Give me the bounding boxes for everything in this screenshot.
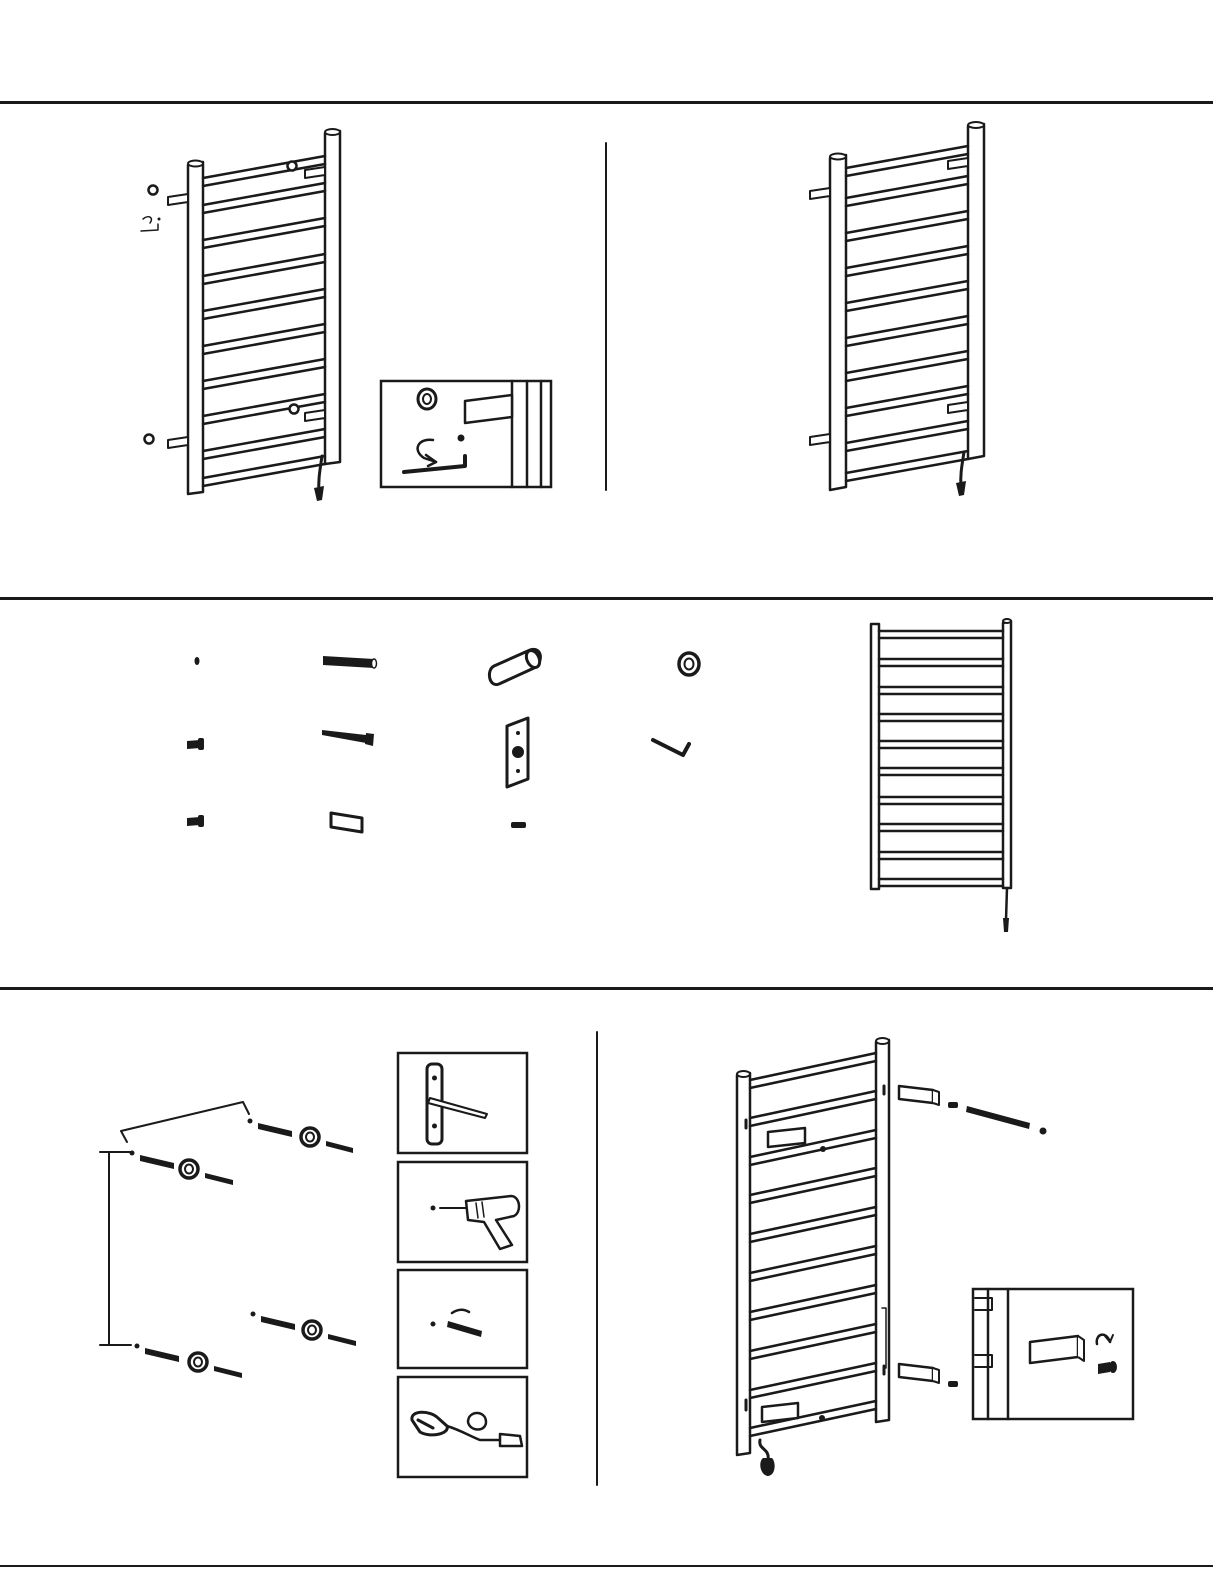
block-bracket bbox=[331, 813, 362, 832]
screw-icon bbox=[205, 1173, 233, 1185]
ring-nut-icon bbox=[145, 435, 154, 444]
wall-fasteners bbox=[141, 162, 299, 444]
screw-icon bbox=[214, 1366, 242, 1378]
ring-nut-icon bbox=[149, 186, 158, 195]
ring-nut-icon bbox=[303, 1321, 321, 1339]
bracket-icon bbox=[465, 395, 512, 423]
screw-icon bbox=[326, 1141, 353, 1153]
bracket-icon bbox=[768, 1128, 805, 1147]
bracket-icon bbox=[762, 1403, 798, 1422]
anchor-icon bbox=[145, 1348, 179, 1362]
hex-key-icon bbox=[653, 740, 689, 755]
height-dimension bbox=[100, 1152, 131, 1345]
ring-nut-icon bbox=[189, 1353, 207, 1371]
towel-rack-icon bbox=[810, 122, 984, 496]
inset-insert-anchor bbox=[398, 1270, 527, 1368]
long-screw bbox=[322, 730, 374, 746]
hex-key-icon bbox=[141, 217, 158, 231]
anchor-icon bbox=[140, 1155, 174, 1169]
rack-mounted bbox=[810, 122, 984, 496]
ring-nut-icon bbox=[180, 1160, 198, 1178]
anchor-icon bbox=[966, 1106, 1030, 1129]
screw-icon bbox=[328, 1334, 356, 1346]
tube-icon bbox=[489, 648, 542, 684]
width-dimension bbox=[121, 1102, 249, 1142]
screw-icon bbox=[458, 435, 465, 442]
bracket-icon bbox=[1030, 1336, 1078, 1363]
wall-plate-icon bbox=[507, 718, 528, 787]
screw-icon bbox=[1098, 1362, 1110, 1374]
wall-hardware-layout bbox=[100, 1102, 356, 1378]
small-screw-2 bbox=[187, 815, 204, 827]
divider-lower bbox=[0, 987, 1213, 990]
inset-drill bbox=[398, 1162, 527, 1262]
screw-icon bbox=[948, 1102, 958, 1108]
anchor-icon bbox=[261, 1316, 295, 1330]
inset-mark-wall bbox=[398, 1053, 527, 1153]
rack-with-wall-parts bbox=[141, 129, 340, 501]
towel-rack-icon bbox=[737, 1038, 889, 1476]
ring-nut-icon bbox=[301, 1128, 319, 1146]
anchor-set-bottom-left bbox=[135, 1344, 243, 1379]
anchor-set-top-left bbox=[130, 1151, 234, 1186]
small-screw-1 bbox=[195, 657, 200, 665]
divider-top bbox=[0, 101, 1213, 104]
wall-anchor-bar bbox=[323, 656, 377, 668]
detail-inset-hex-key bbox=[381, 381, 551, 487]
towel-rack-icon bbox=[168, 129, 340, 501]
anchor-set-bottom-right bbox=[251, 1312, 357, 1347]
ring-nut-icon bbox=[418, 389, 436, 409]
short-screw bbox=[187, 738, 204, 750]
detail-inset-bracket-screw bbox=[973, 1289, 1133, 1419]
towel-rack-icon bbox=[871, 619, 1011, 932]
ring-nut-icon bbox=[288, 162, 297, 171]
bracket-icon bbox=[899, 1086, 933, 1103]
bracket-icon bbox=[899, 1364, 933, 1381]
divider-middle bbox=[0, 597, 1213, 600]
wall-bracket-bottom bbox=[899, 1364, 958, 1387]
anchor-set-top-right bbox=[248, 1119, 354, 1154]
inset-plug-cable bbox=[398, 1377, 527, 1477]
parts-list bbox=[187, 648, 699, 832]
wall-bracket-top bbox=[899, 1086, 1047, 1135]
ring-nut-icon bbox=[290, 405, 299, 414]
screw-icon bbox=[948, 1381, 958, 1387]
anchor-icon bbox=[258, 1123, 292, 1137]
ring-nut-icon bbox=[679, 653, 699, 675]
small-pin bbox=[511, 822, 526, 828]
divider-bottom bbox=[0, 1565, 1213, 1567]
